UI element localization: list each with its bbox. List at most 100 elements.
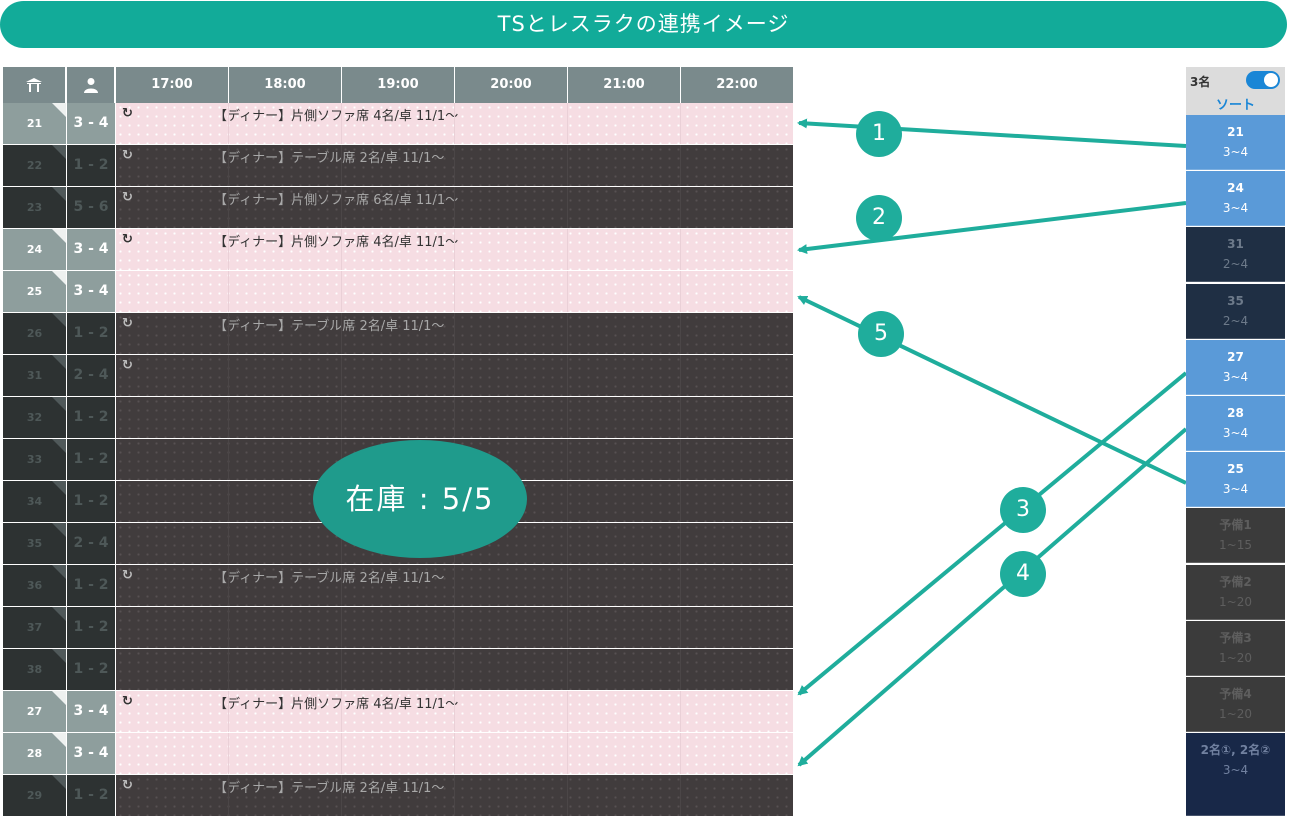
panel-item[interactable]: 予備1 1~15 bbox=[1186, 508, 1285, 564]
person-icon bbox=[83, 77, 98, 93]
table-number: 36 bbox=[3, 565, 66, 606]
seat-range: 1 - 2 bbox=[67, 313, 115, 354]
panel-item-name: 28 bbox=[1227, 406, 1244, 420]
toggle-knob bbox=[1264, 73, 1278, 87]
table-number: 37 bbox=[3, 607, 66, 648]
panel-item-range: 3~4 bbox=[1222, 145, 1249, 159]
seat-range: 1 - 2 bbox=[67, 649, 115, 690]
panel-header: 3名 ソート bbox=[1186, 67, 1285, 115]
inventory-badge: 在庫 : 5/5 bbox=[313, 440, 527, 558]
panel-item[interactable]: 予備2 1~20 bbox=[1186, 564, 1285, 620]
timeline-area[interactable]: ↻【ディナー】テーブル席 2名/卓 11/1〜 bbox=[116, 145, 793, 186]
table-number: 31 bbox=[3, 355, 66, 396]
panel-item-range: 1~15 bbox=[1219, 538, 1252, 553]
timeline-area[interactable] bbox=[116, 649, 793, 690]
panel-item-name: 予備3 bbox=[1219, 630, 1252, 645]
timeline-area[interactable]: ↻【ディナー】片側ソファ席 4名/卓 11/1〜 bbox=[116, 691, 793, 732]
timeline-area[interactable]: ↻【ディナー】テーブル席 2名/卓 11/1〜 bbox=[116, 775, 793, 816]
panel-item-name: 35 bbox=[1227, 293, 1244, 308]
panel-item-range: 1~20 bbox=[1219, 594, 1252, 609]
time-header-2000: 20:00 bbox=[455, 67, 568, 103]
seat-range: 1 - 2 bbox=[67, 439, 115, 480]
table-number: 29 bbox=[3, 775, 66, 816]
seat-range: 2 - 4 bbox=[67, 523, 115, 564]
timeline-area[interactable] bbox=[116, 733, 793, 774]
title-banner: TSとレスラクの連携イメージ bbox=[0, 1, 1287, 48]
panel-item[interactable]: 予備3 1~20 bbox=[1186, 620, 1285, 676]
panel-item-name: 2名①, 2名② bbox=[1200, 743, 1271, 758]
seat-range: 2 - 4 bbox=[67, 355, 115, 396]
table-number: 33 bbox=[3, 439, 66, 480]
table-number: 23 bbox=[3, 187, 66, 228]
timeline-area[interactable] bbox=[116, 397, 793, 438]
panel-item-range: 3~4 bbox=[1222, 201, 1249, 216]
seat-range: 3 - 4 bbox=[67, 733, 115, 774]
seats-column-header bbox=[67, 67, 115, 103]
timeline-area[interactable]: ↻【ディナー】テーブル席 2名/卓 11/1〜 bbox=[116, 313, 793, 354]
table-number: 21 bbox=[3, 103, 66, 144]
table-number: 26 bbox=[3, 313, 66, 354]
step-badge-2: 2 bbox=[856, 195, 902, 241]
seat-range: 1 - 2 bbox=[67, 775, 115, 816]
table-number: 22 bbox=[3, 145, 66, 186]
panel-item-range: 3~4 bbox=[1222, 426, 1249, 440]
timeline-area[interactable]: ↻【ディナー】テーブル席 2名/卓 11/1〜 bbox=[116, 565, 793, 606]
panel-item-range: 2~4 bbox=[1222, 313, 1249, 328]
table-number: 25 bbox=[3, 271, 66, 312]
timeline-area[interactable] bbox=[116, 271, 793, 312]
step-badge-4: 4 bbox=[1000, 551, 1046, 597]
sort-label[interactable]: ソート bbox=[1215, 98, 1255, 113]
time-header-1700: 17:00 bbox=[116, 67, 229, 103]
timeline-area[interactable]: ↻ bbox=[116, 355, 793, 396]
seat-range: 1 - 2 bbox=[67, 145, 115, 186]
timeline-area[interactable]: ↻【ディナー】片側ソファ席 6名/卓 11/1〜 bbox=[116, 187, 793, 228]
table-number: 27 bbox=[3, 691, 66, 732]
seat-range: 3 - 4 bbox=[67, 229, 115, 270]
panel-item-name: 24 bbox=[1227, 181, 1244, 196]
arrow-28 bbox=[797, 427, 1188, 767]
time-header-2100: 21:00 bbox=[568, 67, 681, 103]
seat-range: 1 - 2 bbox=[67, 397, 115, 438]
panel-item-range: 3~4 bbox=[1222, 482, 1249, 497]
table-number: 34 bbox=[3, 481, 66, 522]
panel-item-name: 予備2 bbox=[1219, 574, 1252, 589]
arrow-24 bbox=[797, 201, 1187, 254]
seat-range: 3 - 4 bbox=[67, 271, 115, 312]
timeline-area[interactable]: ↻【ディナー】片側ソファ席 4名/卓 11/1〜 bbox=[116, 229, 793, 270]
table-icon bbox=[26, 77, 42, 92]
panel-item-range: 3~4 bbox=[1222, 369, 1249, 384]
panel-item-range: 1~20 bbox=[1219, 650, 1252, 665]
timeline-area[interactable]: ↻【ディナー】片側ソファ席 4名/卓 11/1〜 bbox=[116, 103, 793, 144]
panel-item-name: 予備1 bbox=[1219, 518, 1252, 533]
timeline-area[interactable] bbox=[116, 607, 793, 648]
panel-item-name: 31 bbox=[1227, 237, 1244, 252]
table-number: 28 bbox=[3, 733, 66, 774]
step-badge-1: 1 bbox=[856, 111, 902, 157]
sort-toggle[interactable] bbox=[1246, 71, 1280, 89]
